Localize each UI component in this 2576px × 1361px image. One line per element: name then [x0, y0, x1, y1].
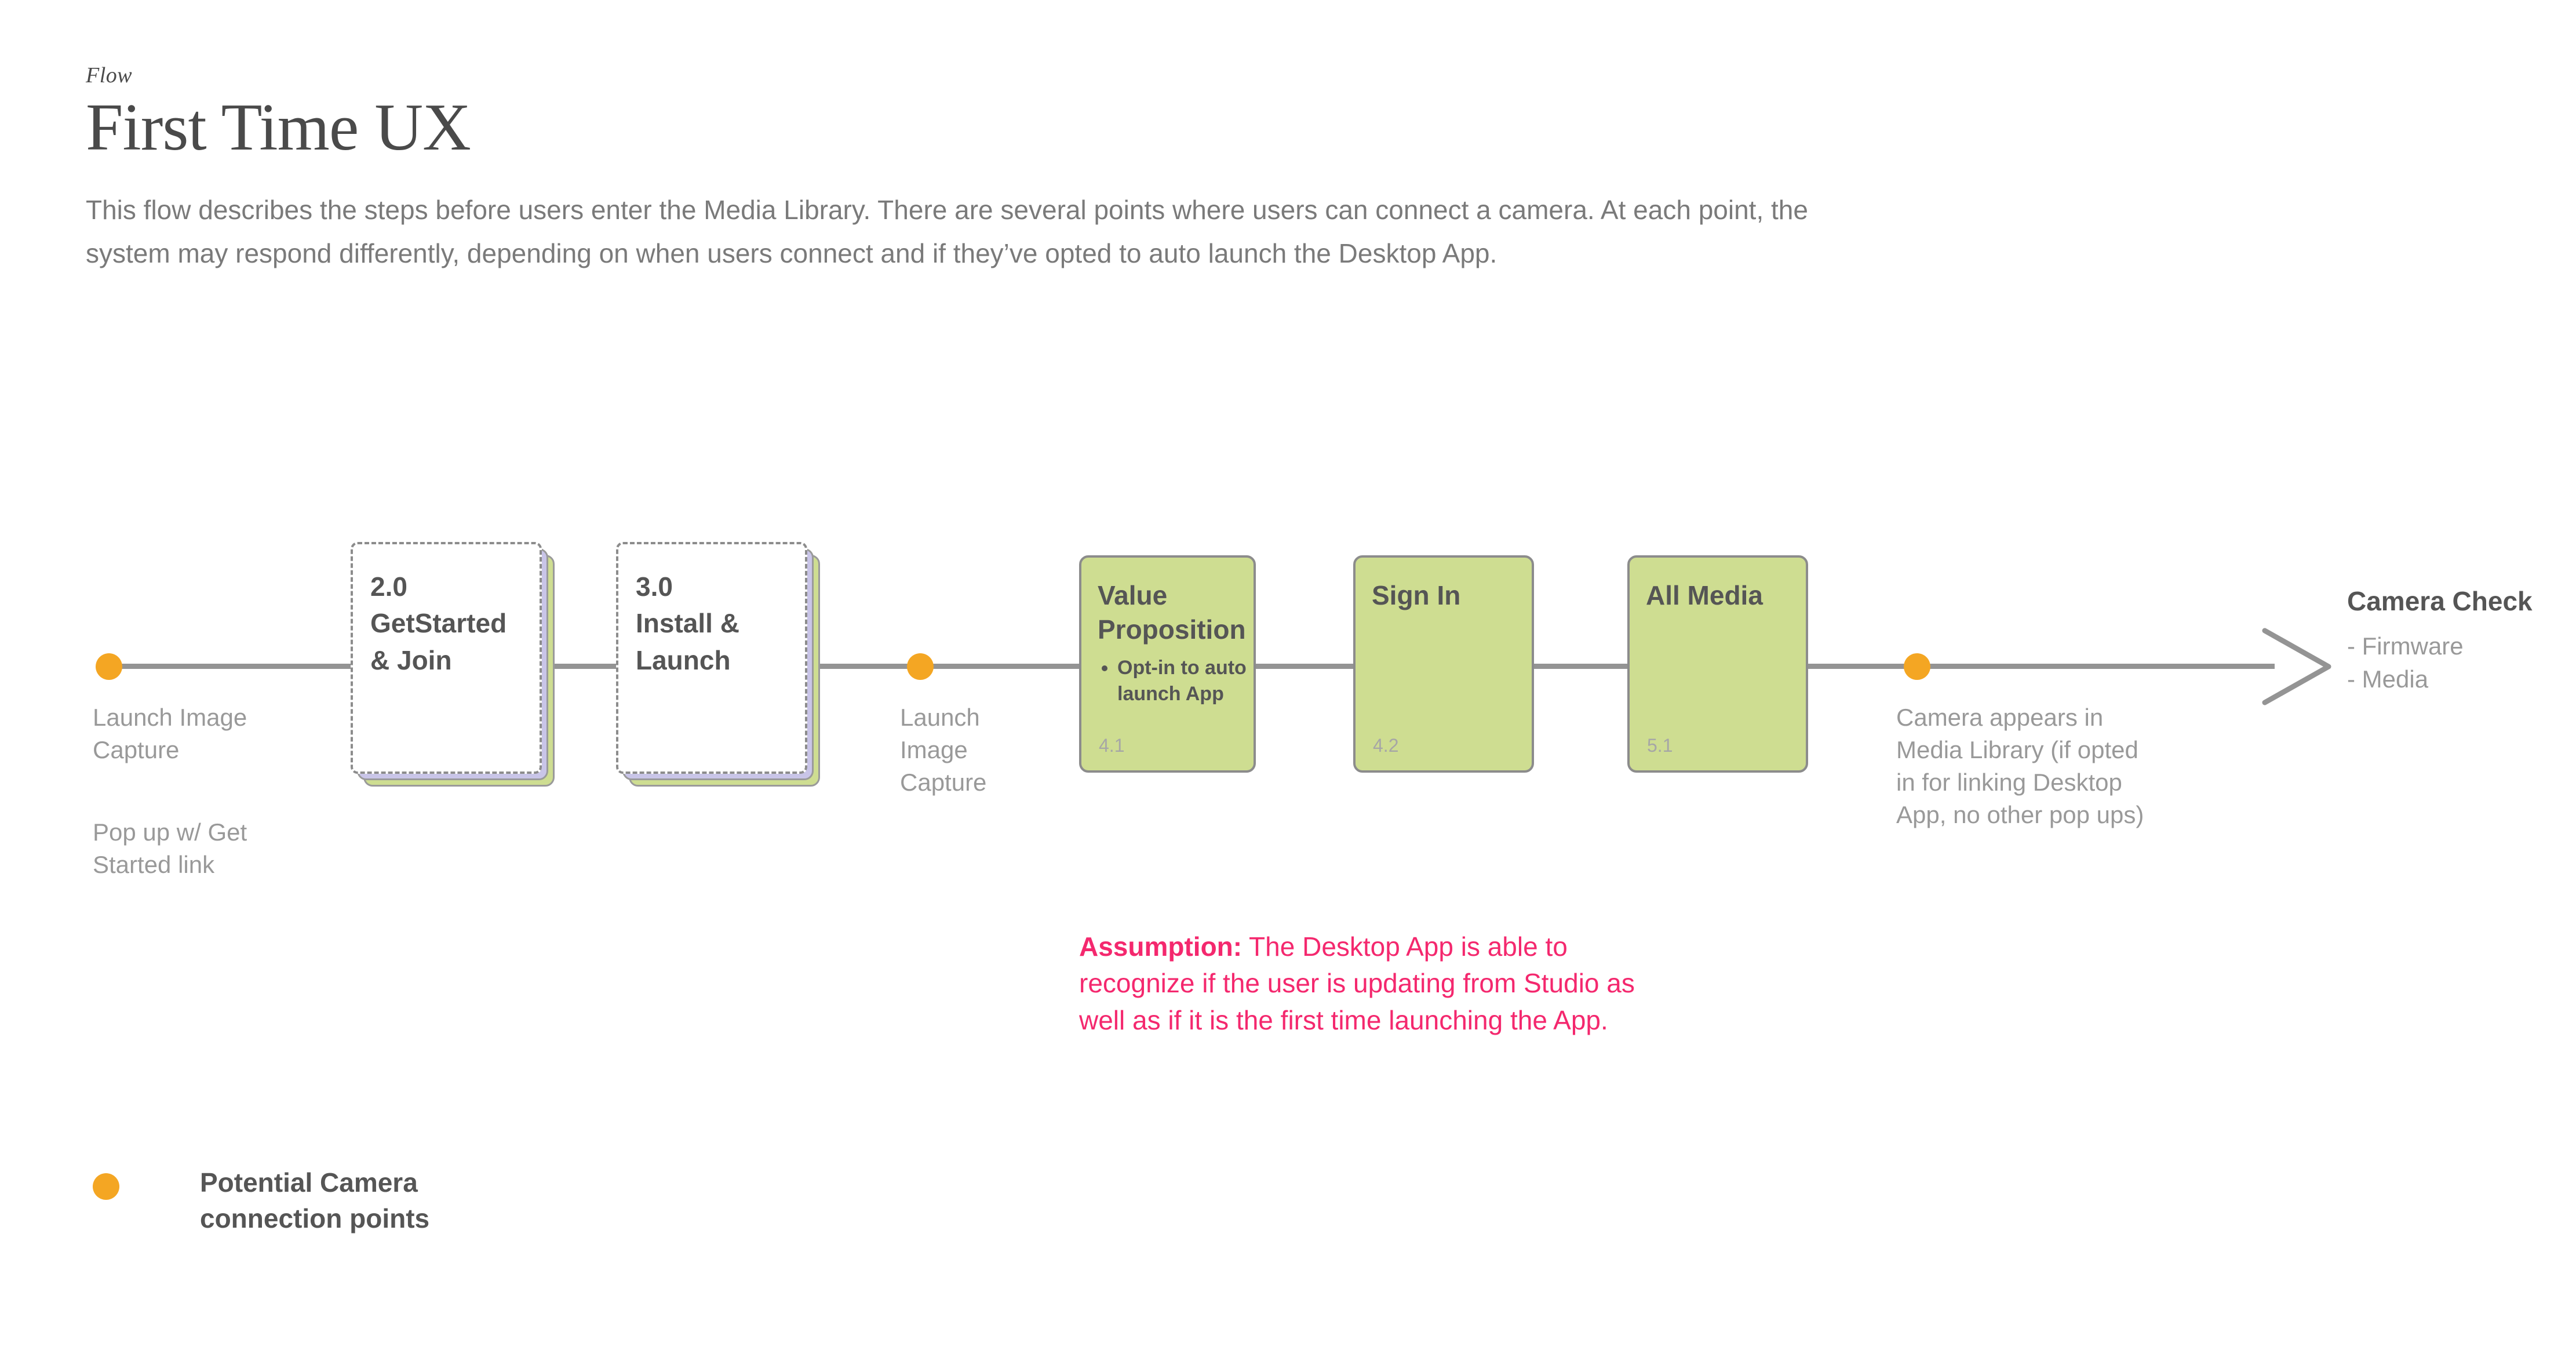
flow-line-segment-2: [542, 664, 617, 669]
endcap-line-media: - Media: [2347, 665, 2429, 693]
card-front-layer: [351, 542, 542, 774]
stacked-card-3-0[interactable]: 3.0 Install & Launch: [616, 542, 820, 787]
connection-point-dot-1[interactable]: [96, 653, 122, 680]
node-value-proposition[interactable]: Value Proposition Opt-in to auto launch …: [1079, 555, 1256, 773]
node-title: All Media: [1646, 580, 1763, 610]
endcap-line-firmware: - Firmware: [2347, 632, 2464, 660]
node-title: Value Proposition: [1098, 580, 1246, 645]
node-all-media[interactable]: All Media 5.1: [1627, 555, 1808, 773]
stacked-card-2-0[interactable]: 2.0 GetStarted & Join: [351, 542, 555, 787]
connection-point-caption-3: Camera appears in Media Library (if opte…: [1896, 704, 2144, 828]
flow-line-segment-3: [808, 664, 1087, 669]
node-bullet-item: Opt-in to auto launch App: [1117, 655, 1262, 707]
legend-label: Potential Camera connection points: [200, 1167, 430, 1233]
intro-paragraph: This flow describes the steps before use…: [86, 195, 1808, 268]
stacked-card-label: 3.0 Install & Launch: [636, 572, 739, 675]
flow-line-segment-6: [1805, 664, 2275, 669]
node-sign-in[interactable]: Sign In 4.2: [1353, 555, 1534, 773]
node-id-label: 4.1: [1099, 735, 1125, 756]
page-header: Flow First Time UX This flow describes t…: [86, 63, 1940, 275]
connection-point-secondary-1: Pop up w/ Get Started link: [93, 818, 247, 878]
arrow-head-icon: [2262, 628, 2331, 705]
endcap-camera-check: Camera Check - Firmware - Media: [2347, 585, 2576, 696]
card-front-layer: [616, 542, 807, 774]
flow-line-segment-5: [1533, 664, 1628, 669]
assumption-label: Assumption:: [1079, 931, 1243, 962]
node-bullet-list: Opt-in to auto launch App: [1098, 655, 1262, 707]
assumption-note: Assumption: The Desktop App is able to r…: [1079, 929, 1635, 1039]
node-title: Sign In: [1372, 580, 1461, 610]
assumption-text: The Desktop App is able to recognize if …: [1079, 931, 1635, 1035]
node-id-label: 4.2: [1373, 735, 1399, 756]
endcap-title: Camera Check: [2347, 586, 2533, 616]
flow-line-segment-1: [107, 664, 351, 669]
connection-point-dot-2[interactable]: [907, 653, 934, 680]
legend-dot-icon: [93, 1173, 119, 1200]
eyebrow-label: Flow: [86, 63, 133, 88]
node-id-label: 5.1: [1647, 735, 1673, 756]
page-title: First Time UX: [86, 90, 471, 165]
connection-point-caption-1: Launch Image Capture: [93, 704, 247, 763]
connection-point-dot-3[interactable]: [1904, 653, 1930, 680]
flow-line-segment-4: [1252, 664, 1356, 669]
connection-point-caption-2: Launch Image Capture: [900, 704, 987, 796]
stacked-card-label: 2.0 GetStarted & Join: [370, 572, 507, 675]
